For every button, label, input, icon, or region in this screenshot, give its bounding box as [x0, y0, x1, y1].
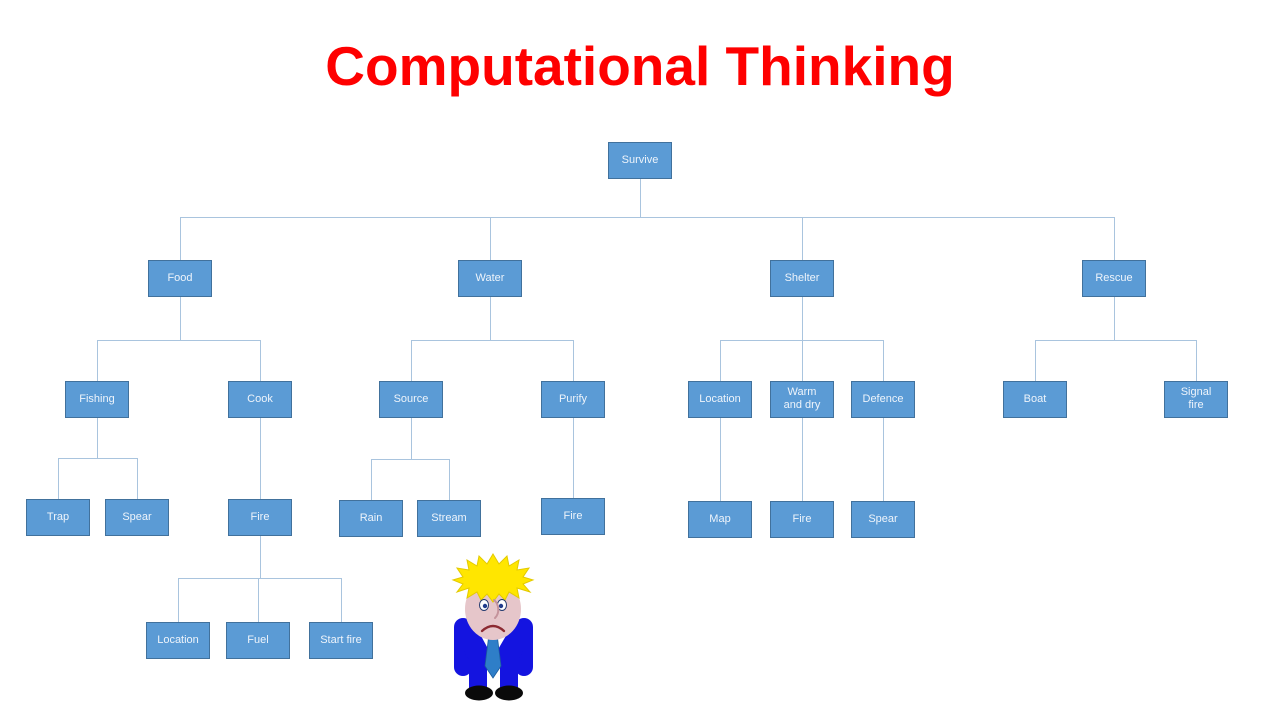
- connector-line: [883, 417, 884, 502]
- connector-line: [1114, 217, 1115, 261]
- node-start-fire: Start fire: [309, 621, 373, 659]
- connector-line: [1035, 340, 1197, 341]
- node-fire-cook: Fire: [228, 498, 292, 536]
- character-nose: [493, 599, 500, 619]
- node-cook: Cook: [228, 380, 292, 418]
- node-spear-fishing: Spear: [105, 498, 169, 536]
- character-right-leg: [500, 652, 518, 692]
- character-left-pupil: [482, 603, 488, 609]
- connector-line: [1114, 296, 1115, 341]
- character-right-pupil: [498, 603, 504, 609]
- node-fire-warm: Fire: [770, 500, 834, 538]
- connector-line: [58, 458, 138, 459]
- connector-line: [573, 417, 574, 499]
- connector-line: [371, 459, 372, 501]
- connector-line: [490, 296, 491, 341]
- node-fishing: Fishing: [65, 380, 129, 418]
- connector-line: [97, 340, 261, 341]
- node-map: Map: [688, 500, 752, 538]
- connector-line: [371, 459, 450, 460]
- connector-line: [97, 340, 98, 382]
- node-shelter: Shelter: [770, 259, 834, 297]
- connector-line: [802, 217, 803, 261]
- node-fuel: Fuel: [226, 621, 290, 659]
- connector-line: [802, 340, 803, 382]
- node-survive: Survive: [608, 141, 672, 179]
- connector-line: [341, 578, 342, 623]
- node-warm-and-dry: Warm and dry: [770, 380, 834, 418]
- connector-line: [1196, 340, 1197, 382]
- connector-line: [573, 340, 574, 382]
- node-defence: Defence: [851, 380, 915, 418]
- connector-line: [97, 417, 98, 459]
- node-purify: Purify: [541, 380, 605, 418]
- connector-line: [137, 458, 138, 500]
- node-source: Source: [379, 380, 443, 418]
- character-hair: [451, 553, 535, 603]
- connector-line: [58, 458, 59, 500]
- node-trap: Trap: [26, 498, 90, 536]
- node-stream: Stream: [417, 499, 481, 537]
- connector-line: [802, 296, 803, 341]
- character-left-leg: [469, 652, 487, 692]
- connector-line: [178, 578, 342, 579]
- connector-line: [180, 217, 1115, 218]
- node-fire-purify: Fire: [541, 497, 605, 535]
- node-location-fire: Location: [146, 621, 210, 659]
- node-rescue: Rescue: [1082, 259, 1146, 297]
- node-food: Food: [148, 259, 212, 297]
- character-right-shoe: [495, 685, 523, 701]
- page-title: Computational Thinking: [325, 35, 955, 97]
- connector-line: [640, 178, 641, 218]
- node-water: Water: [458, 259, 522, 297]
- node-signal-fire: Signal fire: [1164, 380, 1228, 418]
- connector-line: [1035, 340, 1036, 382]
- connector-line: [411, 340, 574, 341]
- connector-line: [720, 417, 721, 502]
- character-left-shoe: [465, 685, 493, 701]
- connector-line: [802, 417, 803, 502]
- character-mouth: [480, 624, 506, 633]
- connector-line: [883, 340, 884, 382]
- connector-line: [260, 417, 261, 500]
- connector-line: [180, 296, 181, 341]
- connector-line: [260, 340, 261, 382]
- connector-line: [260, 535, 261, 579]
- node-spear-defence: Spear: [851, 500, 915, 538]
- connector-line: [490, 217, 491, 261]
- connector-line: [411, 417, 412, 460]
- sad-character-illustration: [451, 553, 535, 701]
- connector-line: [411, 340, 412, 382]
- connector-line: [720, 340, 721, 382]
- node-boat: Boat: [1003, 380, 1067, 418]
- connector-line: [449, 459, 450, 501]
- node-location-shelter: Location: [688, 380, 752, 418]
- connector-line: [178, 578, 179, 623]
- connector-line: [258, 578, 259, 623]
- connector-line: [180, 217, 181, 261]
- node-rain: Rain: [339, 499, 403, 537]
